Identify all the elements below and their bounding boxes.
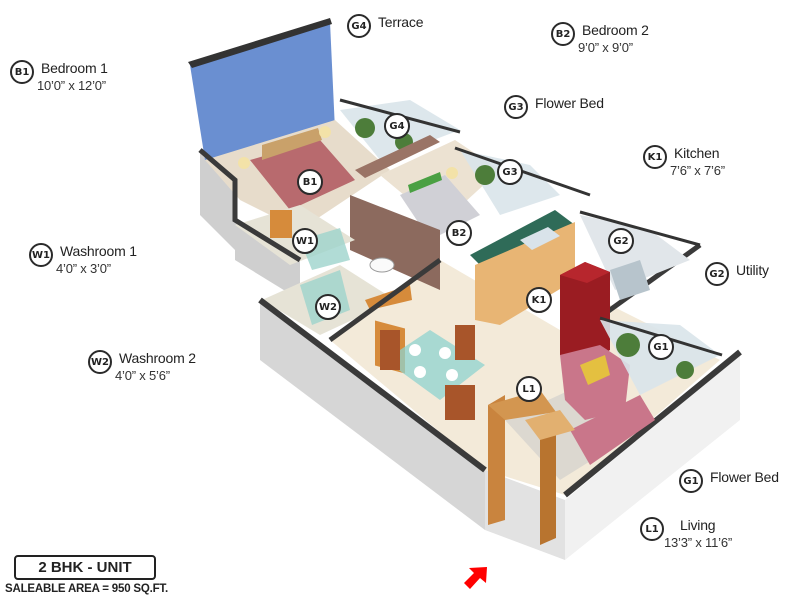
legend-name: Flower Bed <box>710 469 779 485</box>
legend-g1: G1 Flower Bed <box>679 469 779 493</box>
plan-marker-w1: W1 <box>292 228 318 254</box>
plan-marker-b2: B2 <box>446 220 472 246</box>
legend-name: Living <box>680 517 716 533</box>
legend-code: B1 <box>10 60 34 84</box>
saleable-area-label: SALEABLE AREA = 950 SQ.FT. <box>5 583 168 595</box>
legend-dimensions: 10’0” x 12’0” <box>37 78 106 93</box>
entrance-arrow-icon <box>464 567 487 589</box>
plan-marker-b1: B1 <box>297 169 323 195</box>
legend-w1: W1 Washroom 1 4’0” x 3’0” <box>29 243 137 277</box>
legend-dimensions: 7’6” x 7’6” <box>670 163 725 178</box>
legend-dimensions: 4’0” x 5’6” <box>115 368 170 383</box>
legend-g4: G4 Terrace <box>347 14 423 38</box>
plan-marker-g3: G3 <box>497 159 523 185</box>
legend-b1: B1 Bedroom 1 10’0” x 12’0” <box>10 60 108 94</box>
plan-marker-k1: K1 <box>526 287 552 313</box>
legend-dimensions: 9’0” x 9’0” <box>578 40 633 55</box>
legend-k1: K1 Kitchen 7’6” x 7’6” <box>643 145 725 179</box>
plan-marker-g1: G1 <box>648 334 674 360</box>
legend-code: G1 <box>679 469 703 493</box>
legend-dimensions: 4’0” x 3’0” <box>56 261 111 276</box>
legend-name: Bedroom 1 <box>41 60 108 76</box>
legend-dimensions: 13’3” x 11’6” <box>664 535 732 550</box>
plan-marker-g4: G4 <box>384 113 410 139</box>
legend-code: W1 <box>29 243 53 267</box>
legend-name: Kitchen <box>674 145 720 161</box>
legend-name: Washroom 1 <box>60 243 137 259</box>
legend-name: Utility <box>736 262 769 278</box>
legend-name: Terrace <box>378 14 424 30</box>
unit-type-badge: 2 BHK - UNIT <box>14 555 156 580</box>
legend-l1: L1 Living 13’3” x 11’6” <box>640 517 732 551</box>
legend-code: G2 <box>705 262 729 286</box>
legend-code: K1 <box>643 145 667 169</box>
plan-marker-l1: L1 <box>516 376 542 402</box>
plan-marker-g2: G2 <box>608 228 634 254</box>
legend-code: G3 <box>504 95 528 119</box>
legend-code: L1 <box>640 517 664 541</box>
legend-code: B2 <box>551 22 575 46</box>
legend-g3: G3 Flower Bed <box>504 95 604 119</box>
legend-name: Washroom 2 <box>119 350 196 366</box>
legend-name: Bedroom 2 <box>582 22 649 38</box>
legend-code: G4 <box>347 14 371 38</box>
legend-w2: W2 Washroom 2 4’0” x 5’6” <box>88 350 196 384</box>
legend-name: Flower Bed <box>535 95 604 111</box>
legend-b2: B2 Bedroom 2 9’0” x 9’0” <box>551 22 649 56</box>
legend-code: W2 <box>88 350 112 374</box>
legend-g2: G2 Utility <box>705 262 769 286</box>
plan-marker-w2: W2 <box>315 294 341 320</box>
